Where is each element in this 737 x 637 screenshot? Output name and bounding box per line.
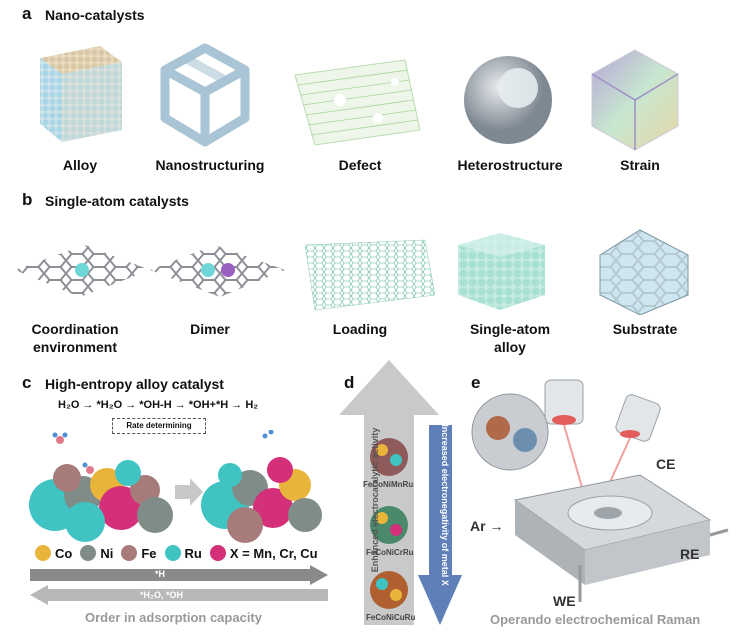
label-substrate: Substrate	[612, 321, 678, 337]
up-arrow	[339, 360, 439, 625]
water-molecule-icons	[52, 430, 274, 474]
up-arrow-label: Enhanced electrocatalytic activity	[370, 427, 380, 573]
objective-lens-left	[544, 379, 584, 425]
ar-arrow-icon: →	[489, 518, 504, 534]
particle-label-3: FeCoNiCuRu	[366, 613, 416, 622]
panel-b-letter: b	[22, 190, 33, 209]
label-coordination-line2: environment	[32, 339, 117, 355]
label-nanostructuring: Nanostructuring	[155, 157, 265, 173]
loading-sheet-illustration	[304, 239, 436, 311]
np-particle-1	[370, 438, 408, 476]
label-single-atom-alloy-line2: alloy	[494, 339, 526, 355]
legend-swatch-co	[35, 545, 51, 561]
down-arrow	[418, 425, 462, 625]
panel-c-title: High-entropy alloy catalyst	[45, 376, 224, 392]
dimer-graphene-illustration	[150, 245, 285, 297]
panel-e-raman-cell-illustration	[471, 379, 729, 602]
surface-step-arrow	[175, 478, 203, 506]
alloy-cube-illustration	[40, 46, 122, 142]
legend-label-co: Co	[55, 545, 73, 561]
re-tube	[709, 528, 729, 537]
left-arrow	[30, 585, 328, 605]
arrow-right-label: *H	[155, 569, 166, 579]
heterostructure-sphere-illustration	[464, 56, 552, 144]
defect-sheet-illustration	[294, 59, 421, 146]
panel-e-caption: Operando electrochemical Raman	[490, 612, 701, 627]
panel-c-surface-illustration	[29, 430, 322, 543]
label-defect: Defect	[338, 157, 382, 173]
substrate-polyhedron-illustration	[599, 229, 689, 315]
label-coordination-line1: Coordination	[31, 321, 119, 337]
single-atom-alloy-illustration	[458, 233, 545, 310]
coordination-graphene-illustration	[15, 245, 150, 297]
legend-swatch-fe	[121, 545, 138, 561]
label-ce: CE	[656, 456, 676, 472]
right-arrow	[30, 565, 328, 585]
rate-determining-box: Rate determining	[112, 418, 206, 434]
down-arrow-label: Increased electronegativity of metal X	[440, 424, 450, 586]
label-single-atom-alloy: Single-atom alloy	[460, 320, 560, 356]
right-alloy-cluster	[201, 457, 322, 543]
legend-label-ru: Ru	[184, 545, 202, 561]
label-ar: Ar →	[470, 518, 503, 534]
legend-label-ni: Ni	[100, 545, 114, 561]
label-strain: Strain	[620, 157, 660, 173]
objective-lens-right	[615, 394, 661, 442]
panel-d-letter: d	[344, 373, 355, 392]
order-label: Order in adsorption capacity	[85, 610, 262, 625]
legend-swatch-x	[209, 545, 226, 561]
adsorption-arrows	[30, 565, 328, 605]
panel-a-title: Nano-catalysts	[45, 7, 145, 23]
electrode-zoom-inset	[471, 393, 549, 471]
label-coordination: Coordination environment	[10, 320, 140, 356]
legend-swatch-ni	[80, 545, 97, 561]
strain-polyhedron-illustration	[591, 49, 679, 151]
label-alloy: Alloy	[62, 157, 98, 173]
label-we: WE	[553, 593, 576, 609]
panel-d-arrows	[339, 360, 462, 625]
legend-swatch-ru	[164, 545, 181, 561]
particle-label-1: FeCoNiMnRu	[363, 480, 414, 489]
arrow-left-label: *H₂O, *OH	[140, 590, 184, 600]
particle-label-2: FeCoNiCrRu	[366, 548, 414, 557]
label-single-atom-alloy-line1: Single-atom	[469, 321, 551, 337]
reaction-equation: H₂O → *H₂O → *OH-H → *OH+*H → H₂	[58, 399, 259, 411]
label-ar-text: Ar	[470, 518, 486, 534]
legend-label-x: X = Mn, Cr, Cu	[229, 545, 318, 561]
panel-b-title: Single-atom catalysts	[45, 193, 189, 209]
electrochemical-cell-body	[513, 474, 712, 585]
nanostructure-frame-illustration	[160, 43, 250, 147]
np-particle-2	[370, 506, 408, 544]
panel-c-letter: c	[22, 373, 32, 392]
panel-b-illustrations	[15, 229, 689, 315]
panel-a-letter: a	[22, 4, 32, 23]
label-loading: Loading	[332, 321, 388, 337]
element-legend: Co Ni Fe Ru X = Mn, Cr, Cu	[35, 545, 318, 561]
legend-label-fe: Fe	[141, 545, 157, 561]
label-re: RE	[680, 546, 700, 562]
label-heterostructure: Heterostructure	[457, 157, 563, 173]
label-dimer: Dimer	[190, 321, 230, 337]
panel-e-letter: e	[471, 373, 481, 392]
left-alloy-cluster	[29, 460, 173, 542]
np-particle-3	[370, 571, 408, 609]
panel-a-illustrations	[40, 43, 679, 151]
